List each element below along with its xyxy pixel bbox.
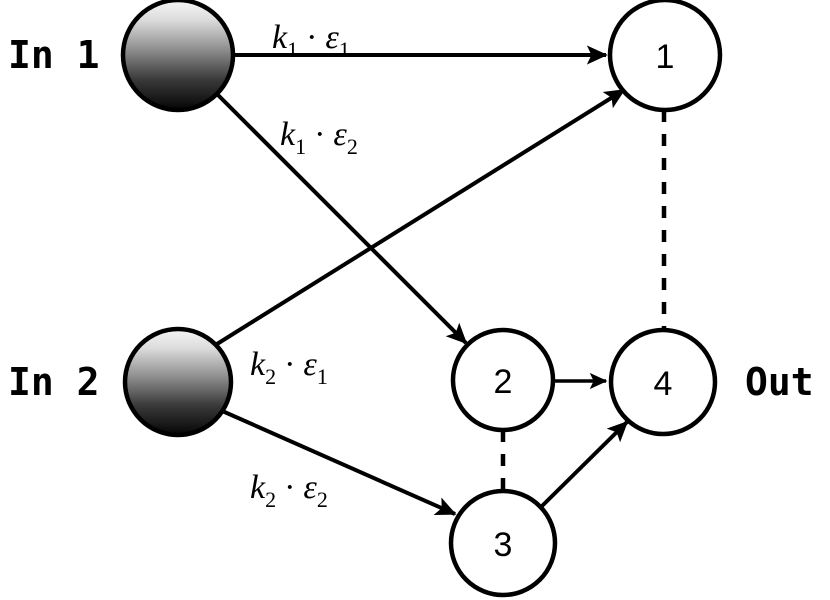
- edge-label-k1-eps1-coef-sub: 1: [287, 37, 298, 62]
- edge-label-k2-eps1-term: ε: [303, 346, 317, 383]
- edge-label-k1-eps2-coef: k: [280, 116, 296, 153]
- input-node-2[interactable]: [122, 326, 234, 438]
- edge-node3-to-node4[interactable]: [539, 420, 629, 509]
- edge-label-k2-eps2-term-sub: 2: [317, 487, 328, 512]
- edge-label-k2-eps1: k2 ·ε1: [250, 346, 328, 389]
- edge-label-k2-eps1-term-sub: 1: [317, 364, 328, 389]
- edge-label-k1-eps2-term-sub: 2: [347, 134, 358, 159]
- edge-label-k2-eps1-coef-sub: 2: [265, 364, 276, 389]
- edge-label-k1-eps2-term: ε: [333, 116, 347, 153]
- edge-in1-to-node2[interactable]: [215, 92, 468, 345]
- edge-label-k1-eps1-dot: ·: [306, 19, 317, 56]
- edge-label-k1-eps2: k1 ·ε2: [280, 116, 358, 159]
- edge-label-k1-eps1-term: ε: [325, 19, 339, 56]
- edge-label-k2-eps2-coef-sub: 2: [265, 487, 276, 512]
- edge-label-k2-eps2: k2·ε2: [250, 469, 328, 512]
- state-node-1-label: 1: [656, 38, 675, 76]
- input-label-in2: In 2: [8, 360, 100, 404]
- output-label-out: Out: [745, 360, 814, 404]
- edge-label-k1-eps1: k1·ε1: [272, 19, 350, 62]
- state-node-1[interactable]: 1: [607, 0, 723, 113]
- edge-label-k1-eps1-term-sub: 1: [339, 37, 350, 62]
- edge-in2-to-node3[interactable]: [219, 408, 457, 516]
- edge-label-k1-eps1-coef: k: [272, 19, 288, 56]
- state-node-2-label: 2: [494, 363, 513, 401]
- state-node-2[interactable]: 2: [450, 327, 556, 433]
- input-label-in1: In 1: [8, 33, 100, 77]
- input-node-1[interactable]: [120, 0, 236, 113]
- state-node-3-label: 3: [494, 526, 513, 564]
- state-node-4[interactable]: 4: [608, 327, 718, 437]
- edge-label-k2-eps2-dot: ·: [284, 469, 295, 506]
- edge-label-k1-eps2-coef-sub: 1: [295, 134, 306, 159]
- edge-in2-to-node1[interactable]: [215, 88, 626, 346]
- edge-label-k1-eps2-dot: ·: [314, 116, 325, 153]
- edge-label-k2-eps1-coef: k: [250, 346, 266, 383]
- state-node-4-label: 4: [654, 365, 673, 403]
- edge-label-k2-eps1-dot: ·: [284, 346, 295, 383]
- state-node-3[interactable]: 3: [448, 488, 558, 598]
- edge-label-k2-eps2-term: ε: [303, 469, 317, 506]
- edge-label-k2-eps2-coef: k: [250, 469, 266, 506]
